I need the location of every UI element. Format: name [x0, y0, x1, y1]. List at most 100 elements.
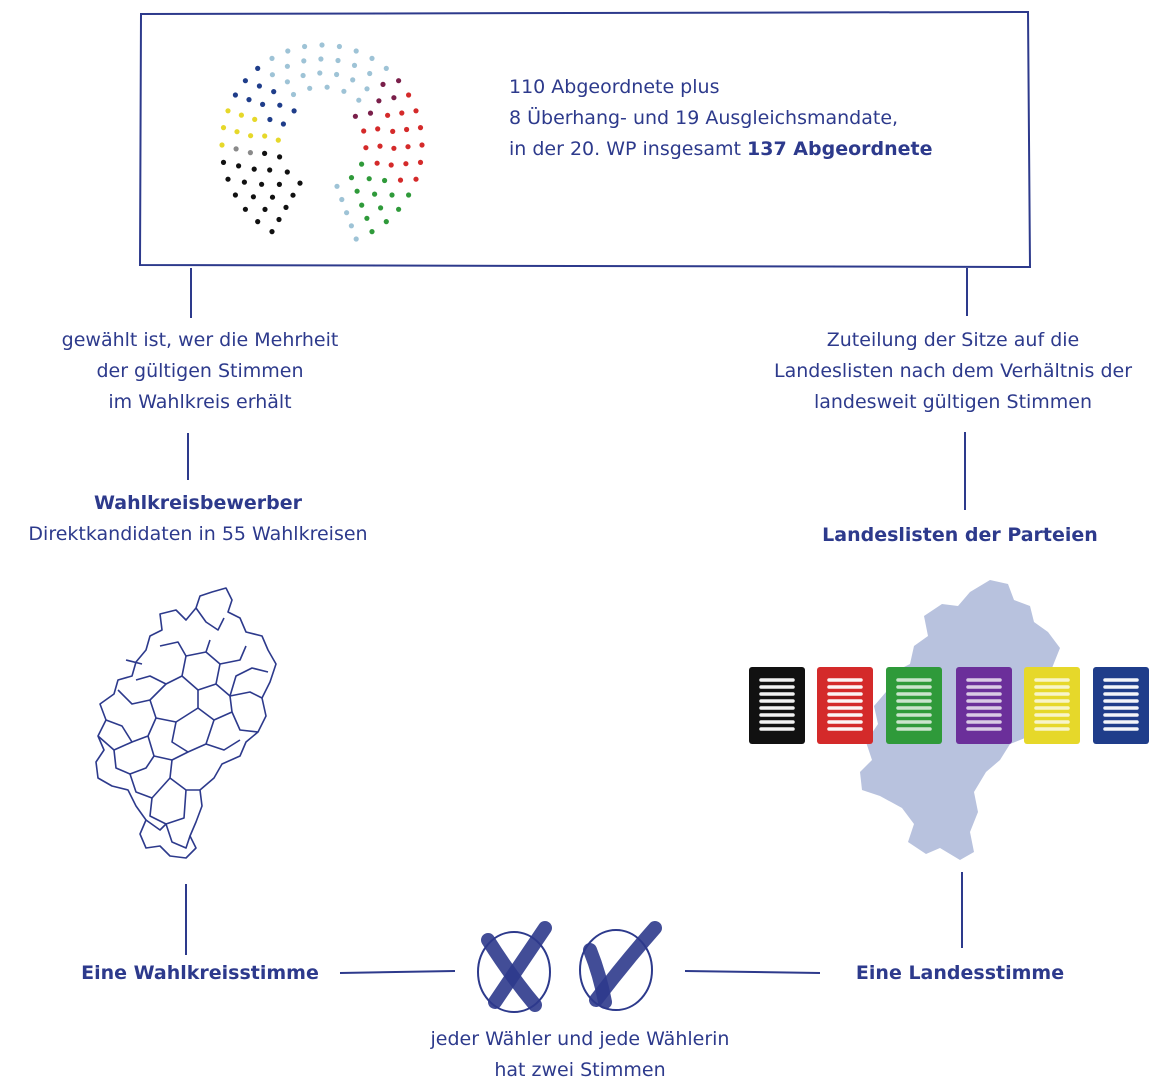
seat-dot [396, 206, 402, 212]
seat-dot [354, 188, 360, 194]
seat-dot [405, 144, 411, 150]
seat-dot [233, 146, 239, 152]
allocation-line-1: Zuteilung der Sitze auf die [826, 329, 1080, 351]
seat-dot [378, 205, 384, 211]
seat-dot [225, 176, 231, 182]
seat-dot [236, 163, 242, 169]
seat-dot [234, 129, 240, 135]
seat-dot [390, 128, 396, 134]
seat-dot [247, 150, 253, 156]
majority-rule-line-3: im Wahlkreis erhält [108, 391, 292, 413]
info-line-2: 8 Überhang- und 19 Ausgleichsmandate, [509, 107, 899, 129]
seat-dot [307, 85, 313, 91]
seat-dot [364, 215, 370, 221]
seat-dot [404, 126, 410, 133]
seat-dot [220, 125, 227, 131]
seat-dot [336, 43, 342, 50]
seat-dot [391, 95, 397, 101]
seat-dot [318, 56, 324, 62]
seat-dot [413, 108, 419, 114]
seat-dot [255, 65, 261, 71]
seat-dot [300, 72, 306, 79]
seat-dot [277, 102, 283, 108]
seat-dot [324, 84, 330, 90]
party-list-icon [886, 667, 942, 744]
seat-dot [396, 78, 402, 84]
party-list-icon [1024, 667, 1080, 744]
seat-dot [284, 169, 290, 175]
seat-dot [367, 110, 374, 116]
seat-dot [406, 92, 412, 98]
seat-dot [246, 97, 252, 103]
seat-dot [348, 223, 354, 229]
seat-dot [334, 71, 340, 78]
seat-dot [341, 88, 347, 94]
candidates-title: Wahlkreisbewerber [93, 492, 302, 514]
majority-rule-line-2: der gültigen Stimmen [96, 360, 304, 382]
seat-dot [335, 57, 341, 64]
seat-dot [269, 72, 275, 78]
seat-dot [250, 194, 256, 200]
majority-rule-text: gewählt ist, wer die Mehrheit der gültig… [0, 325, 400, 418]
seat-dot [259, 181, 265, 187]
seat-dot [262, 206, 268, 212]
seat-dot [232, 192, 238, 198]
seat-dot [284, 79, 290, 85]
seat-dot [419, 142, 425, 148]
seat-dot [383, 65, 389, 71]
two-votes-line-2: hat zwei Stimmen [494, 1059, 666, 1081]
seat-dot [376, 98, 382, 104]
seat-dot [339, 196, 345, 203]
seat-dot [291, 108, 297, 114]
seat-dot [262, 150, 268, 156]
seat-dot [363, 145, 369, 151]
seat-dot [348, 175, 355, 181]
candidates-block: Wahlkreisbewerber Direktkandidaten in 55… [0, 488, 396, 550]
info-line-3-prefix: in der 20. WP insgesamt [509, 138, 748, 160]
seat-dot [369, 229, 375, 235]
seat-dot [242, 206, 248, 212]
seat-dot [255, 219, 261, 225]
info-line-1: 110 Abgeordnete plus [509, 76, 720, 98]
seat-allocation-text: Zuteilung der Sitze auf die Landeslisten… [745, 325, 1161, 418]
seat-dot [290, 192, 296, 198]
seat-dot [277, 154, 283, 160]
seat-dot [269, 55, 275, 62]
seat-dot [302, 43, 308, 50]
majority-rule-line-1: gewählt ist, wer die Mehrheit [61, 329, 339, 351]
seat-dot [269, 194, 276, 200]
seat-dot [317, 70, 323, 76]
seat-dot [374, 160, 380, 166]
party-list-icon [749, 667, 805, 744]
seat-dot [382, 177, 388, 184]
ballot-cross-icon [477, 921, 552, 1013]
seat-dot [388, 162, 394, 168]
seat-dot [359, 202, 365, 208]
seat-dot [377, 143, 383, 149]
seat-dot [260, 101, 266, 107]
seat-dot [372, 191, 378, 197]
seat-dot [241, 179, 247, 185]
info-line-3: in der 20. WP insgesamt 137 Abgeordnete [509, 134, 933, 165]
seat-dot [361, 128, 367, 134]
two-votes-line-1: jeder Wähler und jede Wählerin [430, 1028, 730, 1050]
seat-dot [352, 113, 358, 119]
constituency-vote-label: Eine Wahlkreisstimme [81, 962, 319, 984]
seat-dot [251, 166, 257, 172]
seat-dot [301, 58, 307, 64]
seat-dot [256, 83, 262, 89]
seat-dot [290, 91, 297, 98]
seat-dot [369, 55, 375, 62]
ballot-cross-icon [579, 921, 662, 1011]
seat-dot [252, 116, 258, 122]
candidates-subtitle: Direktkandidaten in 55 Wahlkreisen [28, 523, 368, 545]
seat-dot [232, 92, 238, 98]
seat-dot [391, 145, 397, 151]
seat-dot [403, 161, 409, 167]
seat-dot [389, 192, 395, 198]
allocation-line-3: landesweit gültigen Stimmen [813, 391, 1093, 413]
